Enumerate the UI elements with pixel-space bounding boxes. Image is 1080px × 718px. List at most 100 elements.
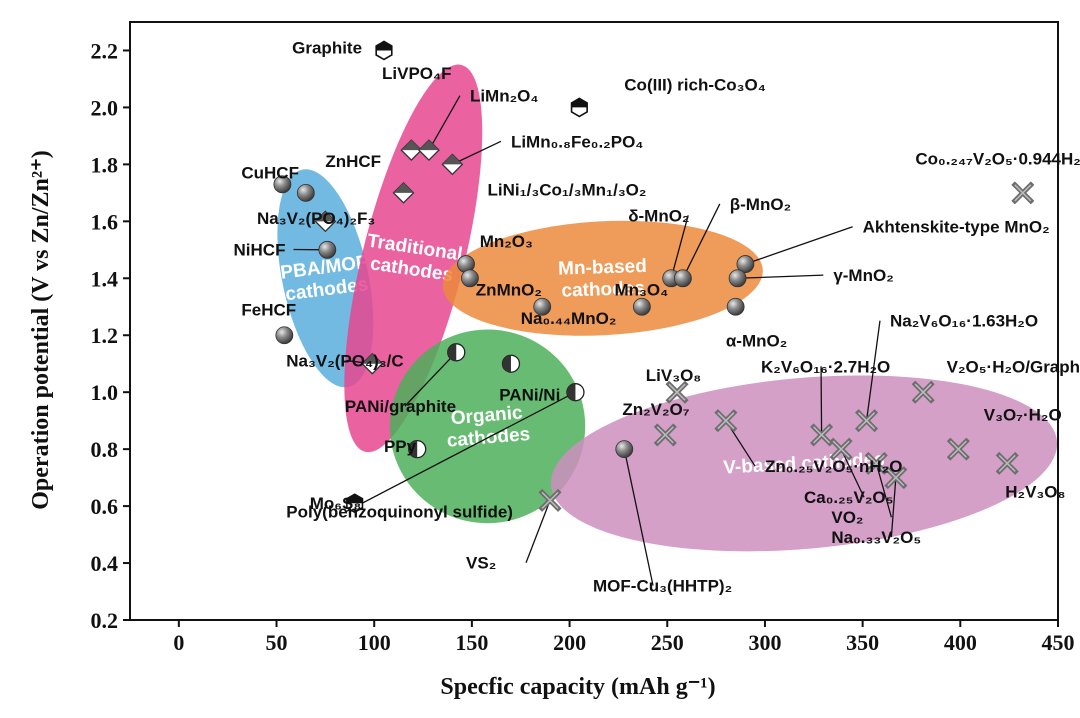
x-tick-label: 250	[651, 630, 684, 655]
x-tick-label: 100	[358, 630, 391, 655]
marker-cross	[714, 409, 738, 433]
y-tick-label: 1.0	[91, 380, 119, 405]
marker-sphere	[533, 297, 552, 316]
marker-diamond-fill	[418, 140, 439, 151]
point-label-graphite: Graphite	[292, 38, 362, 57]
x-tick-label: 0	[173, 630, 184, 655]
point-label-mno: γ-MnO₂	[833, 266, 893, 285]
marker-diamond-fill	[401, 140, 422, 151]
point-label-h-v-o: H₂V₃O₈	[1005, 483, 1065, 502]
marker-hexagon-fill	[571, 98, 588, 108]
marker-sphere	[275, 326, 294, 345]
leader-line	[865, 320, 881, 421]
marker-sphere	[318, 240, 337, 259]
leader-line	[525, 500, 551, 563]
point-label-ca-v-o: Ca₀.₂₅V₂O₅	[804, 488, 893, 507]
x-tick-label: 450	[1042, 630, 1075, 655]
marker-cross-highlight	[998, 454, 1016, 472]
marker-half-fill	[447, 343, 457, 361]
point-label-zn-v-o: Zn₂V₂O₇	[622, 400, 689, 419]
marker-hexagon	[375, 40, 393, 61]
point-label-v-o-h-o: V₃O₇·H₂O	[984, 406, 1062, 425]
x-tick-label: 50	[266, 630, 288, 655]
marker-diamond	[392, 181, 415, 204]
marker-diamond-fill	[315, 211, 336, 222]
leader-line	[682, 203, 721, 279]
y-tick-label: 0.4	[91, 551, 119, 576]
point-label-limn-o: LiMn₂O₄	[470, 87, 539, 106]
point-label-ppy: PPy	[384, 437, 417, 456]
point-label-vs: VS₂	[466, 554, 496, 573]
marker-diamond-fill	[393, 182, 414, 193]
region-label-mn-based-cathodes: Mn-basedcathodes	[558, 256, 648, 302]
point-label-livpo-f: LiVPO₄F	[382, 64, 452, 83]
point-label-mof-cu-hhtp: MOF-Cu₃(HHTP)₂	[593, 577, 732, 596]
leader-line	[737, 274, 824, 279]
region-v-based-cathodes	[550, 375, 1058, 552]
region-label-organic-cathodes: Organiccathodes	[444, 402, 531, 452]
point-label-znhcf: ZnHCF	[325, 152, 381, 171]
point-label-pani-graphite: PANi/graphite	[345, 397, 456, 416]
point-label-co-v-o-0-944h-o: Co₀.₂₄₇V₂O₅·0.944H₂O	[915, 149, 1080, 168]
marker-cross	[653, 423, 677, 447]
x-tick-label: 350	[846, 630, 879, 655]
marker-diamond	[417, 139, 440, 162]
marker-diamond-fill	[442, 154, 463, 165]
marker-cross-highlight	[914, 383, 932, 401]
leader-line	[670, 215, 689, 279]
y-axis-title: Operation potential (V vs Zn/Zn²⁺)	[28, 150, 54, 509]
y-tick-label: 0.2	[91, 608, 119, 633]
marker-cross	[884, 466, 908, 490]
point-label-k-v-o-2-7h-o: K₂V₆O₁₆·2.7H₂O	[761, 357, 890, 376]
marker-cross	[855, 409, 879, 433]
point-label-na-v-po-f: Na₃V₂(PO₄)₂F₃	[257, 209, 375, 228]
marker-cross	[864, 451, 888, 475]
y-tick-label: 1.6	[91, 209, 119, 234]
point-label-vo: VO₂	[831, 508, 863, 527]
point-label-mo-s: Mo₆S₈	[310, 494, 362, 513]
point-label-fehcf: FeHCF	[241, 300, 296, 319]
point-label-mno: δ-MnO₂	[628, 206, 689, 225]
marker-cross-highlight	[887, 469, 905, 487]
marker-half-fill	[566, 383, 576, 401]
leader-line	[890, 477, 897, 538]
marker-sphere	[726, 297, 745, 316]
marker-sphere	[736, 255, 755, 273]
point-label-na-v-po-c: Na₃V₂(PO₄)₃/C	[286, 352, 403, 371]
marker-cross	[1011, 181, 1035, 205]
point-label-co-iii-rich-co-o: Co(III) rich-Co₃O₄	[624, 75, 766, 94]
marker-cross-highlight	[668, 383, 686, 401]
marker-sphere	[296, 183, 315, 202]
marker-cross	[911, 380, 935, 404]
marker-half-circle	[566, 383, 585, 402]
point-label-na-mno: Na₀.₄₄MnO₂	[521, 309, 617, 328]
x-tick-label: 200	[553, 630, 586, 655]
marker-sphere	[632, 297, 651, 316]
plot-frame	[129, 21, 1059, 621]
marker-diamond	[314, 210, 337, 233]
marker-sphere	[273, 175, 292, 194]
x-axis-title: Specfic capacity (mAh g⁻¹)	[440, 674, 715, 700]
leader-line	[745, 226, 853, 265]
point-label-mno: β-MnO₂	[730, 195, 791, 214]
point-label-mn-o: Mn₂O₃	[480, 232, 533, 251]
marker-hexagon	[346, 493, 364, 514]
point-label-lini-co-mn-o: LiNi₁/₃Co₁/₃Mn₁/₃O₂	[488, 181, 647, 200]
y-tick-label: 2.0	[91, 95, 119, 120]
marker-hexagon-fill	[376, 41, 392, 51]
marker-half-circle	[501, 354, 521, 373]
leader-line	[820, 366, 823, 435]
marker-cross-highlight	[541, 491, 559, 509]
y-tick-label: 1.2	[91, 323, 119, 348]
region-mn-based-cathodes	[442, 220, 763, 336]
marker-cross-highlight	[867, 454, 885, 472]
point-label-na-v-o-1-63h-o: Na₂V₆O₁₆·1.63H₂O	[890, 312, 1038, 331]
marker-half-circle	[447, 343, 466, 362]
marker-sphere	[461, 269, 479, 288]
leader-line	[404, 351, 457, 407]
marker-cross-highlight	[656, 426, 674, 444]
marker-half-circle	[408, 439, 427, 459]
marker-diamond	[441, 153, 464, 176]
marker-cross	[995, 451, 1019, 475]
